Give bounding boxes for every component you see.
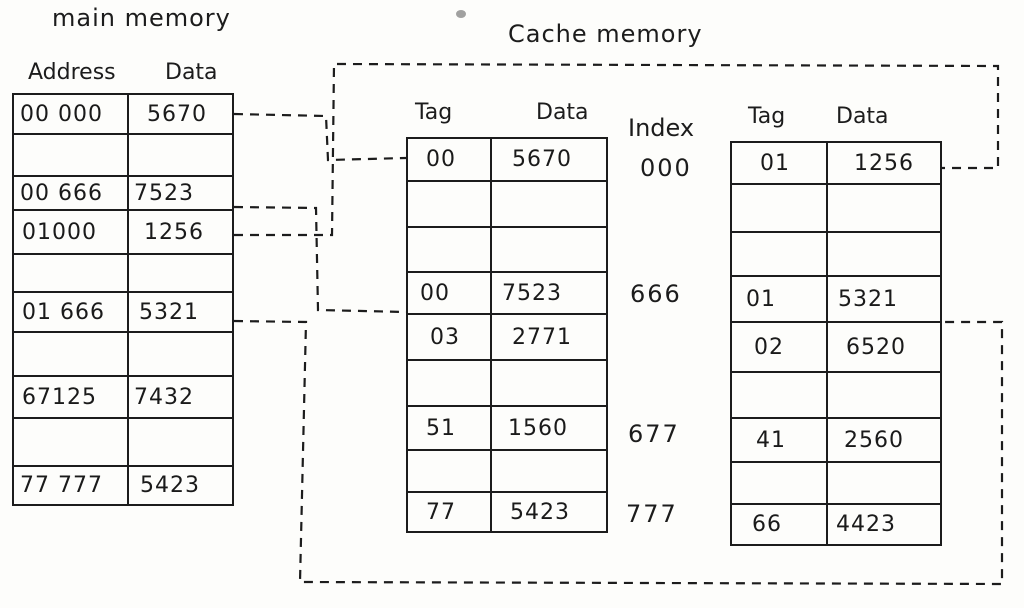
table-row: 77 777 5423 xyxy=(14,467,232,504)
table-row: 03 2771 xyxy=(408,315,606,361)
table-row: 01000 1256 xyxy=(14,211,232,255)
table-row: 67125 7432 xyxy=(14,377,232,419)
data-cell: 1256 xyxy=(144,219,204,245)
table-row: 00 7523 xyxy=(408,273,606,315)
table-row: 51 1560 xyxy=(408,407,606,451)
connector-00000-to-way1 xyxy=(233,112,407,162)
way2-tag-header: Tag xyxy=(748,104,786,129)
index-value: 666 xyxy=(630,280,682,308)
index-value: 777 xyxy=(626,500,678,528)
main-data-header: Data xyxy=(165,60,218,85)
cache-way2-table: 01 1256 01 5321 02 6520 41 2560 66 4423 xyxy=(730,141,942,546)
table-row: 41 2560 xyxy=(732,419,940,463)
table-row: 01 5321 xyxy=(732,277,940,323)
table-row xyxy=(14,419,232,467)
column-divider xyxy=(127,95,129,504)
table-row xyxy=(408,451,606,493)
table-row xyxy=(14,255,232,293)
table-row xyxy=(408,182,606,228)
index-header: Index xyxy=(628,114,695,142)
data-cell: 4423 xyxy=(836,512,896,537)
table-row xyxy=(732,373,940,419)
cache-way1-table: 00 5670 00 7523 03 2771 51 1560 77 5423 xyxy=(406,137,608,533)
data-cell: 7523 xyxy=(134,180,194,206)
table-row: 01 666 5321 xyxy=(14,293,232,333)
tag-cell: 02 xyxy=(754,334,784,360)
tag-cell: 77 xyxy=(426,499,456,525)
tag-cell: 41 xyxy=(756,427,786,453)
table-row xyxy=(732,233,940,277)
connector-01666-to-way2 xyxy=(233,319,1004,586)
way2-data-header: Data xyxy=(836,104,889,129)
tag-cell: 01 xyxy=(760,150,790,176)
tag-cell: 03 xyxy=(430,324,460,350)
table-row xyxy=(732,185,940,233)
data-cell: 5321 xyxy=(139,299,199,325)
index-value: 677 xyxy=(628,420,680,448)
table-row: 01 1256 xyxy=(732,143,940,185)
data-cell: 6520 xyxy=(846,334,906,360)
index-value: 000 xyxy=(640,154,692,182)
main-memory-table: 00 000 5670 00 666 7523 01000 1256 01 66… xyxy=(12,93,234,506)
table-row: 77 5423 xyxy=(408,493,606,531)
address-cell: 67125 xyxy=(22,384,97,410)
address-cell: 00 666 xyxy=(20,180,103,206)
tag-cell: 01 xyxy=(746,286,776,312)
data-cell: 7523 xyxy=(502,280,562,306)
table-row: 00 5670 xyxy=(408,139,606,182)
column-divider xyxy=(490,139,492,531)
table-row: 66 4423 xyxy=(732,505,940,544)
table-row xyxy=(408,361,606,407)
data-cell: 2771 xyxy=(512,324,572,350)
tag-cell: 51 xyxy=(426,415,456,441)
data-cell: 5670 xyxy=(147,101,207,127)
tag-cell: 66 xyxy=(752,512,782,537)
data-cell: 5670 xyxy=(512,147,572,172)
table-row xyxy=(408,228,606,273)
connector-00666-to-way1 xyxy=(233,205,407,314)
way1-tag-header: Tag xyxy=(415,100,453,125)
ink-smudge xyxy=(456,10,466,18)
table-row: 00 666 7523 xyxy=(14,177,232,211)
main-address-header: Address xyxy=(28,60,116,85)
table-row: 02 6520 xyxy=(732,323,940,373)
address-cell: 01 666 xyxy=(22,299,105,325)
data-cell: 1256 xyxy=(854,150,914,176)
data-cell: 2560 xyxy=(844,427,904,453)
address-cell: 01000 xyxy=(22,219,97,245)
data-cell: 5321 xyxy=(838,286,898,312)
cache-memory-title: Cache memory xyxy=(508,20,703,48)
tag-cell: 00 xyxy=(426,147,456,172)
table-row: 00 000 5670 xyxy=(14,95,232,135)
connector-01000-to-way2 xyxy=(234,62,1000,237)
data-cell: 7432 xyxy=(134,384,194,410)
data-cell: 5423 xyxy=(140,473,200,498)
address-cell: 77 777 xyxy=(20,473,103,498)
tag-cell: 00 xyxy=(420,280,450,306)
data-cell: 5423 xyxy=(510,499,570,525)
data-cell: 1560 xyxy=(508,415,568,441)
address-cell: 00 000 xyxy=(20,101,103,127)
table-row xyxy=(14,135,232,177)
column-divider xyxy=(826,143,828,544)
way1-data-header: Data xyxy=(536,100,589,125)
table-row xyxy=(14,333,232,377)
main-memory-title: main memory xyxy=(52,4,231,32)
table-row xyxy=(732,463,940,505)
